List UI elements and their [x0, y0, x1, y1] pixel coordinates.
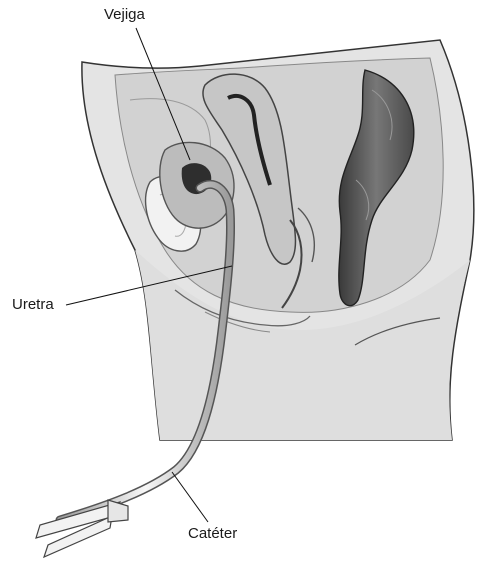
label-bladder: Vejiga	[104, 6, 145, 24]
label-catheter: Catéter	[188, 525, 237, 543]
leader-line-catheter	[172, 472, 208, 522]
label-urethra: Uretra	[12, 296, 54, 314]
